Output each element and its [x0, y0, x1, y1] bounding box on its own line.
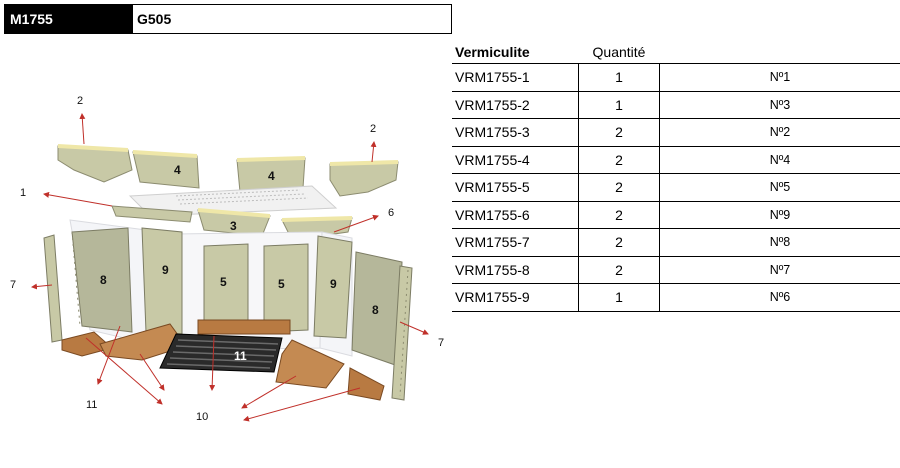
table-row: VRM1755-6 2 Nº9 [452, 201, 900, 229]
cell-qty: 2 [578, 119, 660, 146]
cell-qty: 1 [578, 284, 660, 311]
part-num: 5 [220, 275, 227, 289]
panel-7-right [391, 265, 413, 401]
callout-label: 2 [370, 123, 376, 135]
callout-label: 10 [196, 411, 208, 423]
cell-num: Nº2 [769, 125, 791, 140]
cell-qty: 2 [578, 229, 660, 256]
top-panels [57, 144, 399, 197]
middle-plate [111, 185, 353, 241]
cell-ref: VRM1755-5 [455, 179, 530, 196]
brick-back [197, 319, 291, 335]
cell-qty: 1 [578, 64, 660, 91]
cell-num: Nº7 [769, 262, 791, 277]
wall-panels [43, 227, 413, 401]
panel-1 [111, 205, 193, 223]
cell-ref: VRM1755-6 [455, 206, 530, 223]
header-bar: M1755 G505 [4, 4, 452, 34]
part-num: 8 [100, 273, 107, 287]
part-num: 9 [162, 263, 169, 277]
table-row: VRM1755-2 1 Nº3 [452, 91, 900, 119]
panel-7-left [43, 234, 63, 343]
cell-num: Nº5 [769, 180, 791, 195]
panel-9-right [313, 235, 353, 339]
cell-num: Nº6 [769, 290, 791, 305]
cell-ref: VRM1755-8 [455, 261, 530, 278]
panel-5-right [263, 243, 309, 333]
callout-label: 1 [20, 187, 26, 199]
cell-ref: VRM1755-9 [455, 289, 530, 306]
cell-ref: VRM1755-4 [455, 151, 530, 168]
brick-right-large [275, 339, 345, 389]
part-num: 11 [234, 349, 247, 363]
cell-ref: VRM1755-3 [455, 124, 530, 141]
table-row: VRM1755-5 2 Nº5 [452, 174, 900, 202]
part-num: 5 [278, 277, 285, 291]
panel-9-left [141, 227, 183, 335]
col-quantite: Quantité [592, 43, 646, 60]
part-num: 9 [330, 277, 337, 291]
table-row: VRM1755-3 2 Nº2 [452, 119, 900, 147]
part-num: 3 [230, 219, 237, 233]
cell-num: Nº4 [769, 152, 791, 167]
callout-label: 6 [388, 207, 394, 219]
part-num: 4 [174, 163, 181, 177]
cell-qty: 2 [578, 174, 660, 201]
cell-qty: 2 [578, 146, 660, 173]
callout-label: 11 [86, 399, 97, 411]
col-number [660, 40, 900, 63]
cell-num: Nº8 [769, 235, 791, 250]
cell-num: Nº1 [769, 70, 791, 85]
cell-ref: VRM1755-7 [455, 234, 530, 251]
part-numbers: 4 4 3 8 9 5 5 9 8 11 [100, 163, 379, 363]
callout-arrows [31, 113, 429, 422]
table-row: VRM1755-7 2 Nº8 [452, 229, 900, 257]
callout-label: 2 [77, 95, 83, 107]
cell-qty: 1 [578, 91, 660, 118]
cell-num: Nº3 [769, 97, 791, 112]
cell-num: Nº9 [769, 207, 791, 222]
panel-2-right [329, 161, 399, 197]
part-num: 4 [268, 169, 275, 183]
callout-label: 7 [438, 337, 444, 349]
cell-ref: VRM1755-2 [455, 96, 530, 113]
col-vermiculite: Vermiculite [455, 43, 530, 60]
table-header: Vermiculite Quantité [452, 40, 900, 64]
callout-label: 7 [10, 279, 16, 291]
brick-right-small [347, 367, 385, 401]
panel-8-left [71, 227, 133, 333]
product-code: M1755 [5, 5, 133, 33]
cell-qty: 2 [578, 256, 660, 283]
model-name: G505 [137, 11, 172, 27]
table-row: VRM1755-1 1 Nº1 [452, 64, 900, 92]
part-num: 8 [372, 303, 379, 317]
cell-ref: VRM1755-1 [455, 69, 530, 86]
exploded-diagram: 4 4 3 8 9 5 5 9 8 11 2 2 1 6 7 7 11 10 [10, 95, 444, 423]
callout-labels: 2 2 1 6 7 7 11 10 [10, 95, 444, 423]
cell-qty: 2 [578, 201, 660, 228]
table-row: VRM1755-4 2 Nº4 [452, 146, 900, 174]
table-row: VRM1755-8 2 Nº7 [452, 256, 900, 284]
table-row: VRM1755-9 1 Nº6 [452, 284, 900, 312]
